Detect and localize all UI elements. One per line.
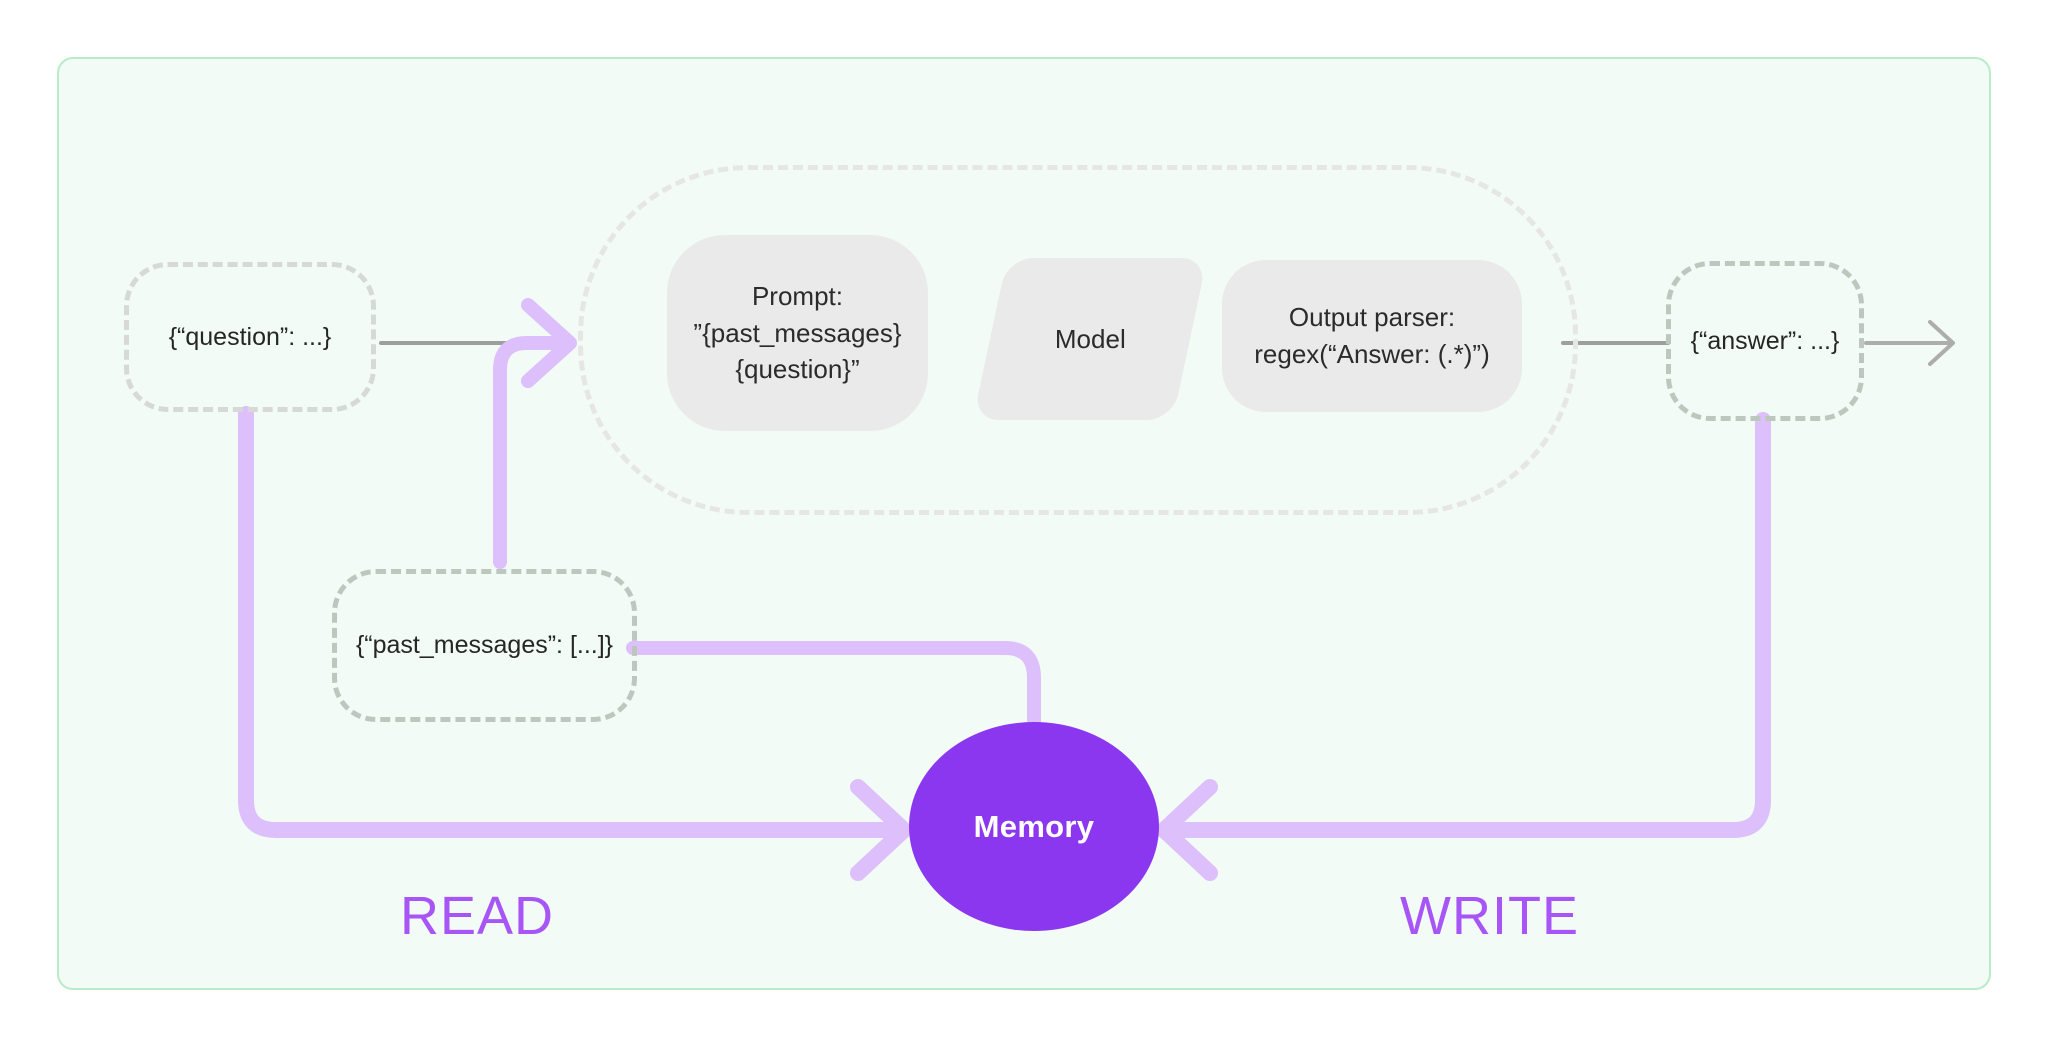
parser-line-2: regex(“Answer: (.*)”): [1254, 339, 1490, 369]
prompt-line-2: ”{past_messages}: [693, 317, 902, 348]
node-question[interactable]: {“question”: ...}: [124, 262, 376, 412]
model-label: Model: [1054, 323, 1126, 354]
prompt-line-1: Prompt:: [751, 280, 843, 311]
memory-label: Memory: [973, 808, 1095, 844]
component-model[interactable]: Model: [972, 258, 1208, 420]
node-memory[interactable]: Memory: [909, 722, 1159, 931]
caption-read: READ: [400, 886, 555, 946]
node-past-messages-label: {“past_messages”: [...]}: [355, 631, 614, 659]
node-question-label: {“question”: ...}: [168, 322, 332, 351]
component-prompt[interactable]: Prompt: ”{past_messages} {question}”: [667, 235, 928, 431]
prompt-line-3: {question}”: [735, 354, 860, 385]
node-answer[interactable]: {“answer”: ...}: [1666, 261, 1864, 421]
chain-container: [578, 165, 1578, 515]
caption-write: WRITE: [1400, 886, 1579, 946]
node-answer-label: {“answer”: ...}: [1690, 326, 1840, 355]
component-output-parser[interactable]: Output parser: regex(“Answer: (.*)”): [1222, 260, 1522, 412]
node-past-messages[interactable]: {“past_messages”: [...]}: [332, 569, 637, 722]
parser-line-1: Output parser:: [1288, 302, 1456, 333]
